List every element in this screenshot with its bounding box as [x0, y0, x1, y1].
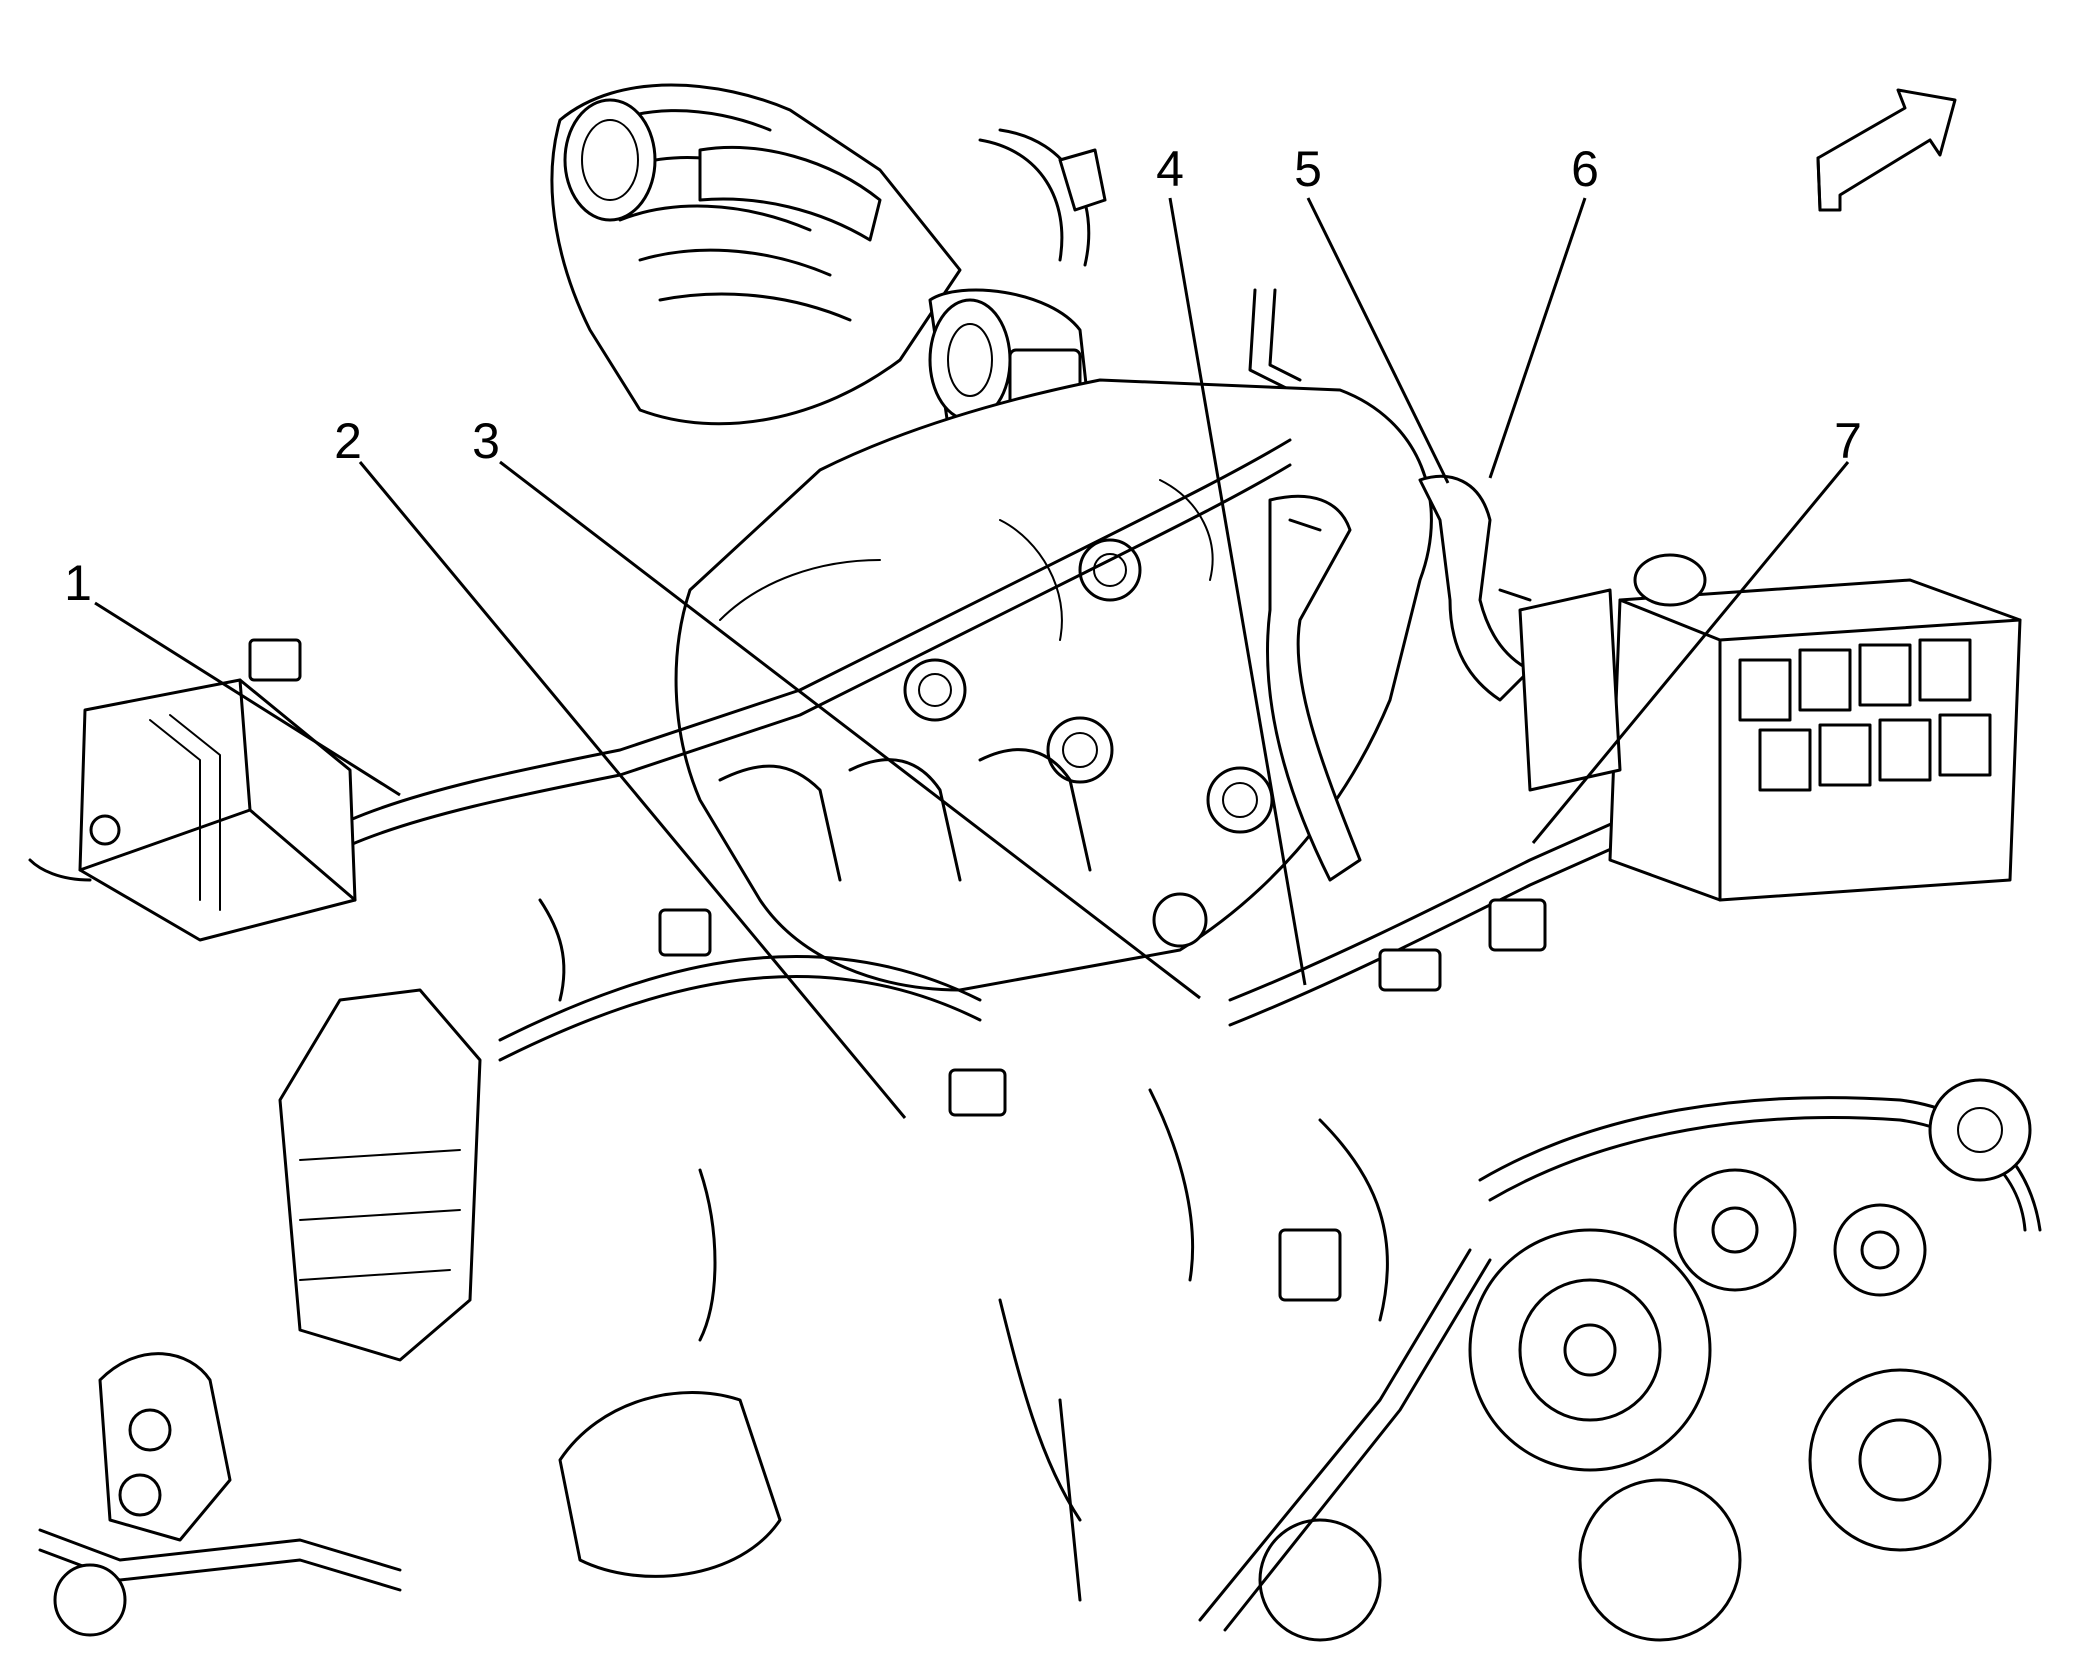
- callout-6: 6: [1571, 141, 1599, 197]
- leader-7: [1531, 461, 1850, 844]
- front-direction-arrow-icon: [1816, 88, 1957, 212]
- upper-hoses: [978, 128, 1302, 392]
- callout-4: 4: [1156, 141, 1184, 197]
- callout-labels: 1 2 3 4 5 6 7: [64, 141, 1862, 611]
- leader-6: [1488, 197, 1587, 479]
- callout-7: 7: [1834, 413, 1862, 469]
- leader-2: [358, 461, 907, 1119]
- engine-block-lower: [38, 988, 1082, 1637]
- air-intake-duct: [550, 83, 962, 426]
- callout-leaders: [94, 197, 1850, 1119]
- callout-2: 2: [334, 413, 362, 469]
- callout-5: 5: [1294, 141, 1322, 197]
- wiring-harness: [348, 438, 1622, 1062]
- sensors-connectors: [538, 898, 1547, 1342]
- leader-1: [94, 601, 401, 797]
- leader-4: [1168, 197, 1307, 986]
- leader-5: [1306, 197, 1450, 484]
- callout-3: 3: [472, 413, 500, 469]
- coolant-hoses: [1266, 474, 1532, 882]
- underhood-fuse-block: [1518, 553, 2022, 902]
- callout-1: 1: [64, 555, 92, 611]
- accessory-drive: [1198, 1078, 2042, 1642]
- leader-3: [499, 460, 1201, 1000]
- abs-module: [28, 638, 357, 942]
